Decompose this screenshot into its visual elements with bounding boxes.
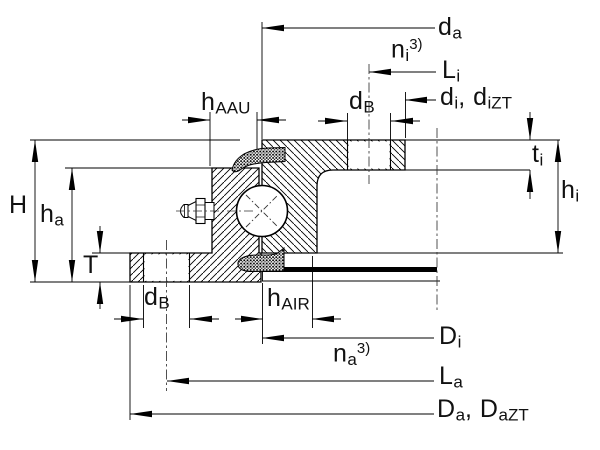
dim-label-h-air: hAIR: [267, 284, 310, 314]
dim-label-t-i: ti: [532, 140, 544, 170]
ball-centerline-diag1: [245, 194, 279, 228]
dim-label-h-i: hi: [561, 176, 580, 206]
dim-label-l-a: La: [439, 362, 463, 392]
dim-label-h-cap: H: [9, 191, 28, 219]
dim-label-d-b-top: dB: [349, 87, 375, 117]
dim-label-d-i-cap: Di: [439, 322, 462, 352]
seal-lower: [237, 246, 285, 273]
ball-centerline-diag2: [245, 194, 279, 228]
dim-label-d-a-azt: Da, DaZT: [437, 395, 529, 425]
dim-label-d-a: da: [438, 13, 462, 43]
dim-label-n-i: ni3): [391, 35, 423, 65]
dim-label-h-aau: hAAU: [201, 88, 251, 118]
seal-upper: [231, 146, 286, 173]
dim-label-t-cap: T: [83, 251, 99, 279]
dim-label-d-i-izt: di, diZT: [440, 83, 513, 113]
dim-label-d-b-bottom: dB: [144, 283, 170, 313]
dim-label-n-a: na3): [333, 339, 371, 369]
dim-label-l-i: Li: [442, 56, 461, 86]
centerlines: [166, 64, 438, 391]
gear-band: [262, 255, 440, 282]
ball: [235, 184, 289, 238]
arrows: [31, 24, 562, 418]
dim-label-h-a: ha: [40, 200, 64, 230]
